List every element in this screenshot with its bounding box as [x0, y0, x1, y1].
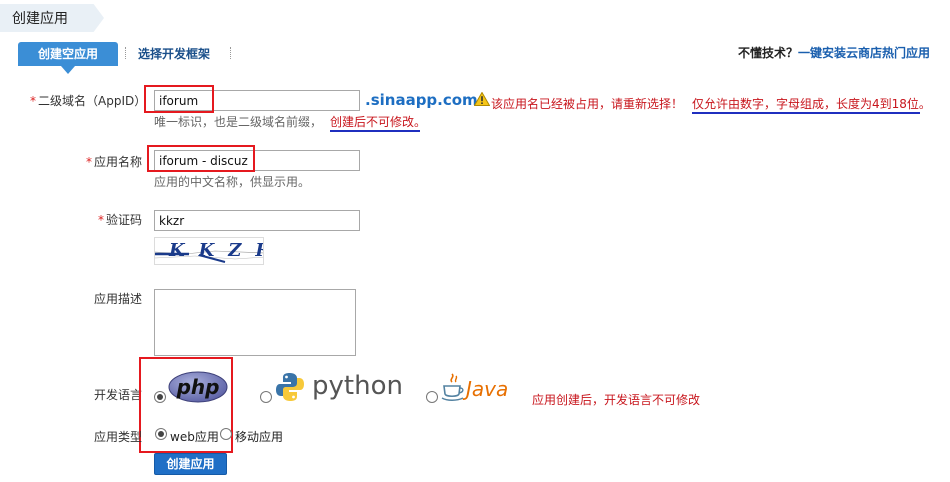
- app-type-mobile-radio[interactable]: [220, 428, 232, 440]
- rule-note-underline: [692, 112, 920, 114]
- one-click-install-link[interactable]: 一键安装云商店热门应用: [797, 46, 930, 60]
- page-title: 创建应用: [12, 11, 68, 27]
- appid-highlight-box: [144, 85, 214, 113]
- warning-icon: [474, 92, 490, 106]
- tab-separator: [125, 47, 126, 59]
- required-star: *: [97, 213, 104, 227]
- appid-label-text: 二级域名（AppID）: [38, 94, 147, 108]
- app-type-web-label[interactable]: web应用: [170, 430, 219, 444]
- captcha-graphic: [155, 250, 263, 263]
- captcha-label: *验证码: [60, 211, 142, 228]
- language-java-radio[interactable]: [426, 391, 438, 403]
- top-right-help: 不懂技术？一键安装云商店热门应用: [738, 44, 930, 61]
- captcha-label-text: 验证码: [105, 213, 142, 227]
- appid-label: *二级域名（AppID）: [30, 92, 146, 109]
- app-type-mobile-label[interactable]: 移动应用: [235, 430, 284, 444]
- java-cup-icon[interactable]: [441, 372, 465, 402]
- php-logo-text: php: [176, 375, 220, 399]
- php-logo-icon[interactable]: php: [168, 370, 228, 404]
- language-immutable-note: 应用创建后，开发语言不可修改: [532, 393, 701, 407]
- language-python-radio[interactable]: [260, 391, 272, 403]
- appname-highlight-box: [147, 145, 255, 172]
- appid-rule-note: 仅允许由数字，字母组成，长度为4到18位。: [692, 97, 931, 111]
- app-type-label: 应用类型: [93, 430, 142, 444]
- tab-separator: [230, 47, 231, 59]
- captcha-image[interactable]: KKZR: [154, 237, 264, 265]
- page-title-bar: [0, 4, 104, 32]
- appid-immutable-note: 创建后不可修改。: [330, 115, 427, 129]
- required-star: *: [85, 155, 92, 169]
- python-logo-icon[interactable]: [275, 372, 305, 402]
- tab-select-framework[interactable]: 选择开发框架: [138, 47, 211, 61]
- appid-input[interactable]: [154, 90, 360, 111]
- tab-active-arrow: [61, 66, 75, 74]
- create-app-button[interactable]: 创建应用: [154, 453, 227, 475]
- description-textarea[interactable]: [154, 289, 356, 356]
- immutable-note-underline: [330, 130, 420, 132]
- app-type-web-radio[interactable]: [155, 428, 167, 440]
- language-label: 开发语言: [93, 388, 142, 402]
- php-highlight-box: [139, 357, 233, 453]
- captcha-text: KKZR: [169, 240, 263, 261]
- required-star: *: [30, 94, 36, 108]
- appid-hint: 唯一标识，也是二级域名前缀，: [154, 115, 323, 129]
- appname-input[interactable]: [154, 150, 360, 171]
- domain-suffix: .sinaapp.com: [365, 91, 478, 109]
- captcha-input[interactable]: [154, 210, 360, 231]
- java-logo-text: Java: [466, 377, 509, 401]
- appname-label: *应用名称: [60, 153, 142, 170]
- python-logo-text: python: [312, 371, 403, 401]
- description-label: 应用描述: [93, 292, 142, 306]
- appname-label-text: 应用名称: [93, 155, 142, 169]
- appname-hint: 应用的中文名称，供显示用。: [154, 175, 311, 189]
- tab-create-empty-app[interactable]: 创建空应用: [18, 42, 118, 66]
- language-php-radio[interactable]: [154, 391, 166, 403]
- appid-taken-warning: 该应用名已经被占用，请重新选择！: [491, 97, 684, 111]
- help-question: 不懂技术？: [737, 46, 798, 60]
